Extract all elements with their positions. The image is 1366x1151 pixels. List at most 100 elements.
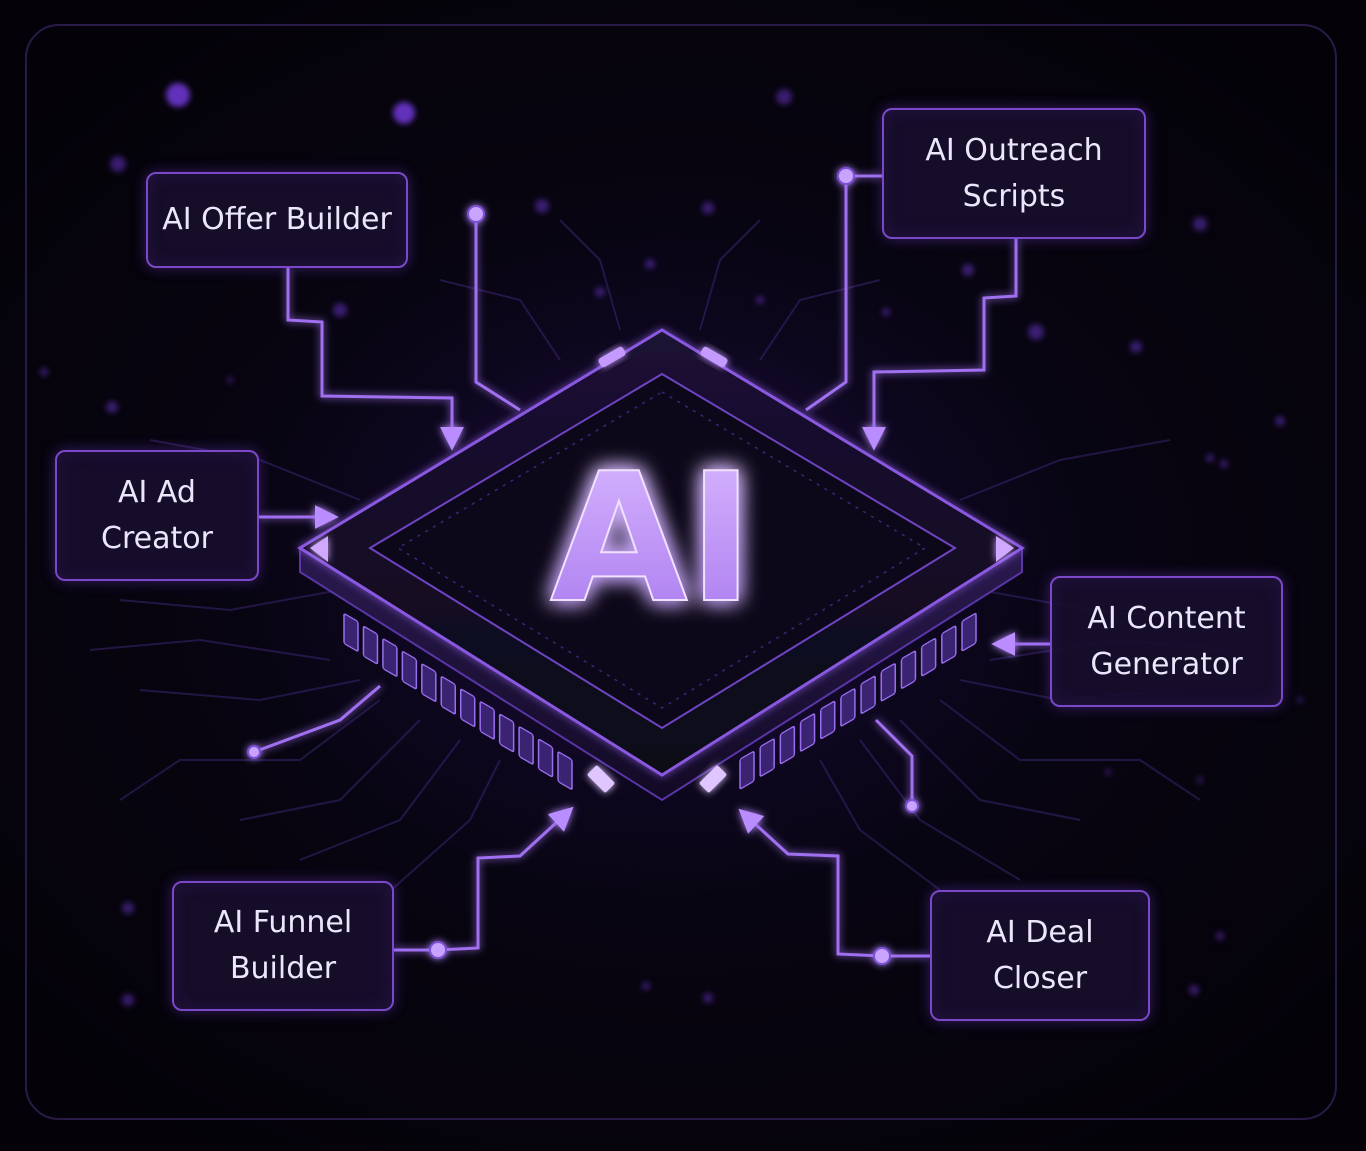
chip-pin [961,613,977,652]
circuit-trace [899,719,1081,821]
circuit-trace [139,679,361,702]
chip-pin [779,725,796,765]
dot-left [247,745,261,759]
label-funnel-builder: AI Funnel Builder [172,881,394,1011]
particle [393,102,415,124]
label-deal-closer-text: AI Deal Closer [986,914,1094,996]
chip-pin [819,700,836,740]
chip-pin [498,713,515,753]
particle [756,296,764,304]
circuit-trace [939,699,1201,801]
particle [1028,324,1044,340]
particle [166,83,190,107]
dot-right [905,799,919,813]
dot-outreach [837,167,855,185]
chip-pin [920,638,937,677]
particle [535,199,549,213]
particle [595,287,605,297]
label-offer-builder-text: AI Offer Builder [162,202,392,237]
chip-pins [343,613,977,790]
circuit-trace [959,439,1171,501]
ai-chip: AI [297,328,1025,802]
connector-outreach-scripts [862,239,1018,451]
particle [122,994,134,1006]
chip-pin [343,613,359,652]
chip-pin [518,726,534,765]
particle [227,377,233,383]
circuit-trace [239,719,421,821]
connector-top-left-dot [474,214,521,412]
label-content-generator-text: AI Content Generator [1087,600,1246,682]
particle [40,368,48,376]
particle [642,982,650,990]
connector-deal-closer [738,808,930,958]
particle [776,89,792,105]
particle [110,156,126,172]
circuit-trace [699,219,761,331]
chip-die-inner [396,391,927,709]
chip-corner-right [996,536,1014,562]
chip-pin [941,625,957,664]
dot-closer [873,947,891,965]
chip-pin [840,688,856,727]
circuit-trace [119,699,381,801]
chip-pin [880,663,897,702]
particle [703,993,713,1003]
chip-pin [799,713,816,752]
label-funnel-builder-text: AI Funnel Builder [213,905,353,986]
circuit-trace [379,759,501,901]
chip-pin [537,739,554,778]
circuit-trace [559,219,621,331]
connector-left-dot [253,684,381,754]
chip-pin [459,688,476,727]
circuit-trace [149,439,361,501]
circuit-trace [819,759,941,891]
particle [882,308,890,316]
chip-corner-left [310,536,328,562]
particle [1297,697,1303,703]
background-particles [40,83,1303,1006]
circuit-trace [859,739,1021,881]
label-outreach-scripts: AI Outreach Scripts [882,108,1146,239]
dot-funnel [429,941,447,959]
circuit-trace [299,739,461,861]
particle [1216,932,1224,940]
chip-notch-top-left [598,346,626,368]
circuit-trace [119,589,341,612]
circuit-trace [89,638,331,661]
label-offer-builder: AI Offer Builder [146,172,408,268]
circuit-trace [439,279,561,361]
particle [1220,460,1228,468]
label-content-generator: AI Content Generator [1050,576,1283,707]
label-outreach-scripts-text: AI Outreach Scripts [925,132,1103,214]
particle [106,401,118,413]
particle [1206,454,1214,462]
chip-notch-top-right [700,346,728,368]
chip-pin [440,676,457,715]
connector-offer-builder [286,268,464,451]
connector-outreach-dot [805,174,882,412]
chip-pin [401,651,418,690]
label-ad-creator: AI Ad Creator [55,450,259,581]
chip-die [368,372,957,730]
chip-pin [739,751,755,790]
chip-pin [362,626,379,665]
label-deal-closer: AI Deal Closer [930,890,1150,1021]
particle [1275,416,1285,426]
particle [1130,341,1142,353]
particle [645,259,655,269]
chip-pin [479,701,495,740]
chip-pin [421,663,437,702]
particle [962,264,974,276]
chip-pin [557,751,573,790]
particle [1193,217,1207,231]
label-ad-creator-text: AI Ad Creator [101,474,213,556]
particle [702,202,714,214]
chip-notch-bottom-left [587,765,615,793]
connectors [253,174,1050,958]
connector-dots [247,167,919,965]
particle [1105,769,1111,775]
circuit-trace [759,279,881,361]
particle [1197,777,1203,783]
